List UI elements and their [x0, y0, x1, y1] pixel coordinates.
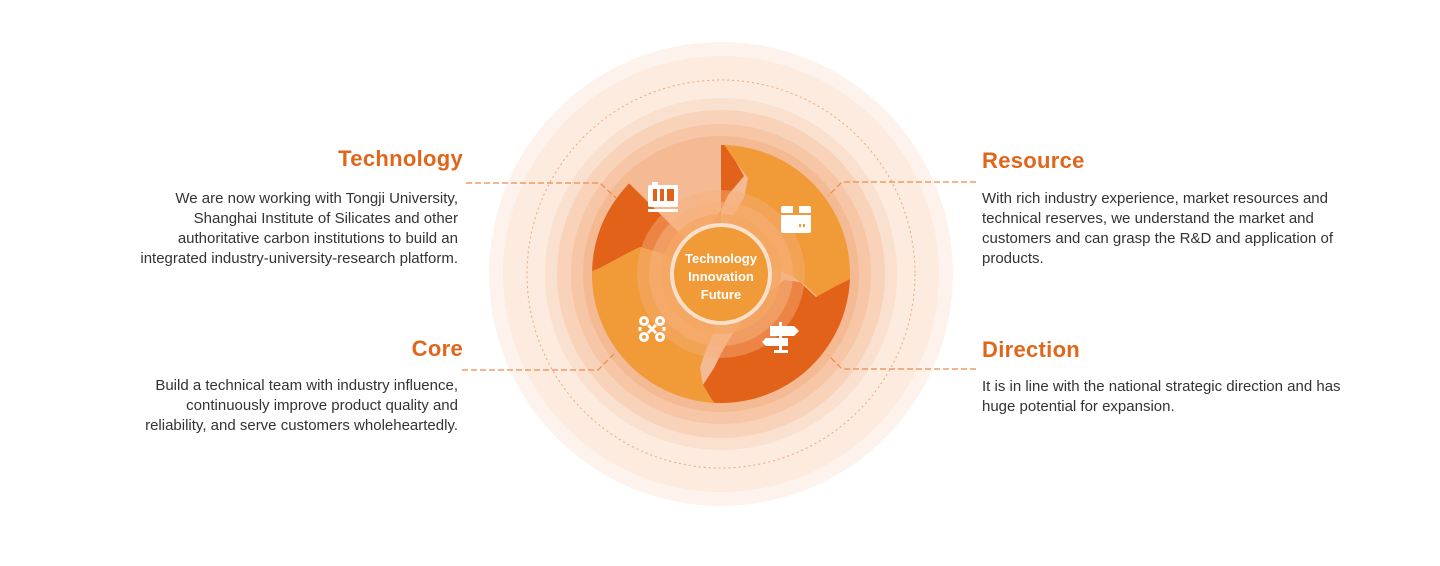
core-network-icon	[638, 316, 666, 342]
center-label-line1: Technology	[685, 251, 757, 266]
direction-description: It is in line with the national strategi…	[982, 378, 1341, 415]
inner-glow	[637, 190, 805, 358]
technology-connector	[466, 182, 617, 199]
technology-title: Technology	[338, 146, 463, 171]
core-block: Core Build a technical team with industr…	[130, 336, 463, 436]
center-circle	[670, 223, 772, 325]
direction-block: Direction It is in line with the nationa…	[982, 337, 1362, 417]
resource-connector	[827, 181, 976, 197]
technology-block: Technology We are now working with Tongj…	[130, 146, 463, 269]
box-icon	[781, 206, 811, 233]
technology-description: We are now working with Tongji Universit…	[140, 190, 458, 267]
center-label-line2: Innovation	[688, 269, 754, 284]
signpost-icon	[762, 322, 799, 353]
industry-icon	[648, 182, 678, 212]
core-title: Core	[411, 336, 463, 361]
direction-title: Direction	[982, 337, 1081, 362]
resource-block: Resource With rich industry experience, …	[982, 148, 1362, 269]
core-description: Build a technical team with industry inf…	[145, 377, 458, 434]
resource-title: Resource	[982, 148, 1085, 173]
direction-connector	[827, 354, 976, 370]
core-connector	[462, 353, 615, 371]
resource-description: With rich industry experience, market re…	[982, 190, 1334, 267]
center-label-line3: Future	[700, 287, 742, 302]
connector-lines	[462, 181, 976, 371]
center-label: Technology Innovation Future	[671, 250, 771, 304]
